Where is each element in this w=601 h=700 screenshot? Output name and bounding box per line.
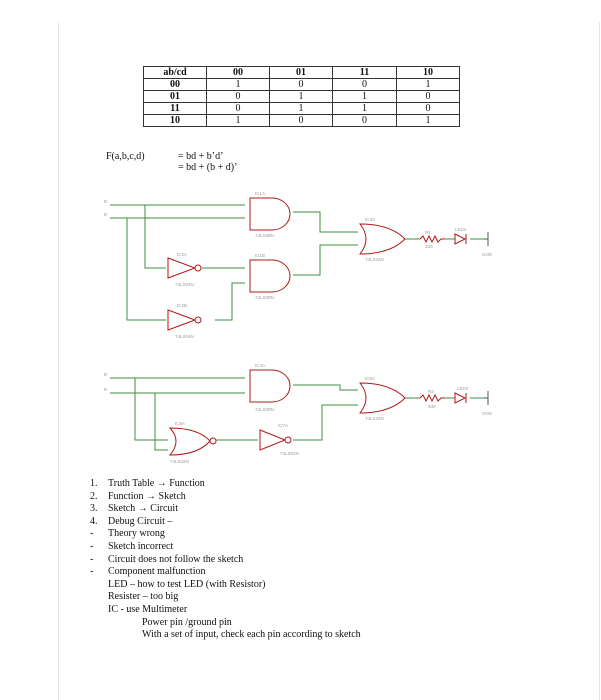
gate-ref: IC3A [365,217,375,222]
led-ref: LED1 [455,227,467,232]
resistor-ref: R2 [428,389,434,394]
led-ref: LED2 [457,386,469,391]
list-item-text: Sketch incorrect [108,540,174,552]
and-gate-icon [249,259,291,293]
not-gate-icon [167,257,197,279]
list-item-text: Truth Table → Function [108,478,205,489]
circuit-schematics: B D IC1A 74LS08N IC2A 74LS04N IC1B 74LS0… [104,191,493,464]
gate-part: 74LS04N [175,282,194,287]
gate-part: 74LS08N [255,295,274,300]
gate-ref: IC2B [177,303,187,308]
function-expression-2: = bd + (b + d)’ [178,162,238,173]
led-icon [454,233,467,245]
list-marker: 3. [90,503,98,515]
gate-part: 74LS32N [365,416,384,421]
gate-part: 74LS04N [175,334,194,339]
gate-part: 74LS32N [365,257,384,262]
nor-gate-icon [168,427,211,456]
list-item-text: IC - use Multimeter [108,603,188,615]
circuit2-wires [110,377,488,451]
list-item-text: LED – how to test LED (with Resistor) [108,578,266,590]
function-name: F(a,b,c,d) [106,151,145,162]
list-item-text: Theory wrong [108,528,165,540]
resistor-value: 330 [425,244,433,249]
or-gate-icon [358,223,406,255]
gate-ref: IC5A [365,376,375,381]
and-gate-icon [249,369,291,403]
circuit1-input-b: B [104,199,107,204]
ground-label: GND [482,411,493,416]
gate-part: 74LS08N [255,233,274,238]
gate-part: 74LS04N [280,451,299,456]
not-gate-icon [167,309,197,331]
list-marker: - [90,528,94,540]
ground-icon [484,391,489,405]
circuit1-wires [110,204,488,321]
truth-table-cell: 0 [269,114,333,127]
list-marker: 4. [90,515,98,527]
list-item-text: Power pin /ground pin [142,616,232,628]
resistor-icon [419,234,445,244]
list-item-text: With a set of input, check each pin acco… [142,629,361,641]
list-item-text: Resister – too big [108,591,179,603]
resistor-ref: R1 [425,230,431,235]
gate-ref: IC4A [255,363,265,368]
not-gate-icon [259,429,287,451]
gate-ref: IC1A [255,191,265,196]
ground-icon [484,232,489,246]
gate-ref: IC7A [278,423,288,428]
gate-ref: IC1B [255,253,265,258]
list-marker: - [90,540,94,552]
gate-part: 74LS32N [170,459,189,464]
truth-table: ab/cd 00 01 11 10 00 1 0 0 1 01 0 1 1 0 … [143,66,460,127]
resistor-icon [419,393,445,403]
list-marker: 1. [90,478,98,489]
function-expression-1: = bd + b’d’ [178,151,224,162]
list-item-text: Component malfunction [108,566,206,578]
gate-ref: IC2A [177,252,187,257]
ground-label: GND [482,252,493,257]
circuit2-input-d: D [104,387,108,392]
truth-table-cell: 1 [396,114,460,127]
truth-table-row: 10 1 0 0 1 [143,114,460,127]
or-gate-icon [358,382,406,414]
truth-table-row-header: 10 [143,114,207,127]
led-icon [454,392,467,404]
list-item-text: Debug Circuit – [108,515,173,527]
list-marker: 2. [90,490,98,502]
circuit1-input-d: D [104,212,108,217]
list-item-text: Sketch → Circuit [108,503,178,515]
resistor-value: 330 [428,404,436,409]
list-item-text: Circuit does not follow the sketch [108,553,244,565]
gate-ref: IC5A [175,421,185,426]
and-gate-icon [249,197,291,231]
document-page [58,22,600,700]
truth-table-cell: 1 [206,114,270,127]
list-item-text: Function → Sketch [108,490,186,502]
circuit2-input-b: B [104,372,107,377]
list-marker: - [90,553,94,565]
gate-part: 74LS08N [255,407,274,412]
list-marker: - [90,566,94,578]
truth-table-row: 11 0 1 1 0 [143,102,460,115]
